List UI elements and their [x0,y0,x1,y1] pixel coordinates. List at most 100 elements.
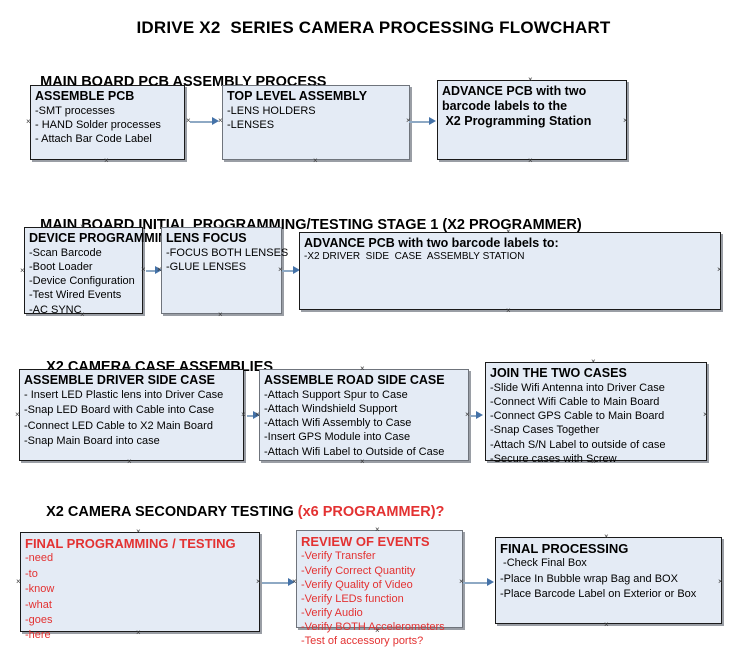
connector-handle-start[interactable]: × [141,265,146,274]
resize-handle-left[interactable]: × [15,410,20,419]
node-advance-pcb-to-driver-side-case-assembly-station[interactable]: ADVANCE PCB with two barcode labels to: … [299,232,721,310]
connector-handle-start[interactable]: × [241,410,246,419]
node-body: -Scan Barcode -Boot Loader -Device Confi… [29,246,138,317]
resize-handle-left[interactable]: × [26,117,31,126]
resize-handle-right[interactable]: × [278,265,283,274]
resize-handle-left[interactable]: × [16,577,21,586]
resize-handle-left[interactable]: × [255,410,260,419]
resize-handle-bottom[interactable]: × [375,626,380,635]
node-title: FINAL PROGRAMMING / TESTING [25,536,236,551]
resize-handle-top[interactable]: × [591,357,596,366]
node-device-programming[interactable]: DEVICE PROGRAMMING -Scan Barcode -Boot L… [24,227,177,317]
connector-arrow-line [463,582,489,584]
resize-handle-bottom[interactable]: × [136,628,141,637]
node-line: -Attach Wifi Label to Outside of Case [264,445,445,458]
resize-handle-top[interactable]: × [506,227,511,236]
node-body: -FOCUS BOTH LENSES -GLUE LENSES [166,246,289,274]
node-line: -Attach S/N Label to outside of case [490,438,666,451]
connector-arrow-line [146,270,158,272]
resize-handle-bottom[interactable]: × [591,457,596,466]
node-line: -Verify Transfer [301,550,376,563]
node-title: DEVICE PROGRAMMING [29,231,177,245]
connector-arrow-line [262,582,290,584]
resize-handle-bottom[interactable]: × [127,457,132,466]
resize-handle-right[interactable]: × [623,116,628,125]
connector-arrow-head [293,266,300,274]
connector-arrow-line [190,121,214,123]
connector-arrow-head [253,411,260,419]
connector-arrow-head [429,117,436,125]
resize-handle-bottom[interactable]: × [528,156,533,165]
node-line: -Check Final Box [500,557,587,570]
section-heading-text: X2 CAMERA SECONDARY TESTING [46,504,298,520]
node-line: -FOCUS BOTH LENSES [166,246,289,259]
resize-handle-bottom[interactable]: × [313,156,318,165]
resize-handle-right[interactable]: × [717,265,722,274]
node-final-programming-testing[interactable]: FINAL PROGRAMMING / TESTING -need -to -k… [20,532,260,641]
node-line: -LENS HOLDERS [227,104,316,117]
node-line: -Device Configuration [29,275,135,288]
node-line: -what [25,598,52,611]
node-review-of-events[interactable]: REVIEW OF EVENTS -Verify Transfer -Verif… [296,530,463,647]
node-assemble-driver-side-case[interactable]: ASSEMBLE DRIVER SIDE CASE - Insert LED P… [19,369,244,461]
resize-handle-top[interactable]: × [375,525,380,534]
connector-arrow-head [476,411,483,419]
section-heading-annotation: (x6 PROGRAMMER)? [297,504,445,520]
node-title: REVIEW OF EVENTS [301,534,430,549]
resize-handle-top[interactable]: × [313,80,318,89]
node-assemble-pcb[interactable]: ASSEMBLE PCB -SMT processes - HAND Solde… [30,85,185,160]
resize-handle-top[interactable]: × [604,532,609,541]
resize-handle-top[interactable]: × [528,75,533,84]
node-line: -Slide Wifi Antenna into Driver Case [490,381,665,394]
node-title: ASSEMBLE DRIVER SIDE CASE [24,373,216,387]
node-top-level-assembly[interactable]: TOP LEVEL ASSEMBLY -LENS HOLDERS -LENSES [222,85,410,160]
node-title: ASSEMBLE ROAD SIDE CASE [264,373,445,387]
node-line: -Place In Bubble wrap Bag and BOX [500,572,678,585]
resize-handle-right[interactable]: × [406,117,411,125]
node-line: -Place Barcode Label on Exterior or Box [500,588,697,601]
resize-handle-left[interactable]: × [292,577,297,586]
resize-handle-bottom[interactable]: × [360,457,365,466]
node-line: -Snap Main Board into case [24,434,160,447]
node-lens-focus[interactable]: LENS FOCUS -FOCUS BOTH LENSES -GLUE LENS… [161,227,289,314]
resize-handle-left[interactable]: × [157,265,162,274]
node-title: FINAL PROCESSING [500,541,629,556]
connector-arrow-head [487,578,494,586]
resize-handle-bottom[interactable]: × [80,310,85,319]
node-line: -Test Wired Events [29,289,122,302]
resize-handle-top[interactable]: × [218,222,223,231]
resize-handle-right[interactable]: × [256,577,261,586]
resize-handle-bottom[interactable]: × [604,620,609,629]
resize-handle-right[interactable]: × [465,410,470,419]
node-final-processing[interactable]: FINAL PROCESSING -Check Final Box -Place… [495,537,722,624]
resize-handle-right[interactable]: × [718,577,723,586]
resize-handle-bottom[interactable]: × [104,156,109,165]
connector-arrow-line [282,270,296,272]
resize-handle-right[interactable]: × [459,577,464,586]
node-line: - Insert LED Plastic lens into Driver Ca… [24,388,224,401]
node-title: JOIN THE TWO CASES [490,366,627,380]
connector-arrow-head [288,578,295,586]
node-line: -know [25,583,55,596]
resize-handle-top[interactable]: × [127,364,132,373]
node-line: -here [25,629,51,642]
resize-handle-top[interactable]: × [104,80,109,89]
resize-handle-left[interactable]: × [20,266,25,275]
node-line: -Attach Support Spur to Case [264,388,408,401]
resize-handle-right[interactable]: × [703,410,708,419]
resize-handle-left[interactable]: × [218,116,223,125]
node-assemble-road-side-case[interactable]: ASSEMBLE ROAD SIDE CASE -Attach Support … [259,369,469,461]
page-title: IDRIVE X2 SERIES CAMERA PROCESSING FLOWC… [136,18,611,37]
resize-handle-bottom[interactable]: × [218,310,223,319]
resize-handle-top[interactable]: × [360,364,365,373]
node-join-the-two-cases[interactable]: JOIN THE TWO CASES -Slide Wifi Antenna i… [485,362,707,465]
node-advance-pcb-to-x2-programming-station[interactable]: ADVANCE PCB with two barcode labels to t… [437,80,627,160]
connector-handle-start[interactable]: × [186,116,191,125]
resize-handle-top[interactable]: × [80,222,85,231]
resize-handle-top[interactable]: × [136,527,141,536]
node-line: -Attach Wifi Assembly to Case [264,417,412,430]
connector-arrow-line [247,415,257,417]
resize-handle-bottom[interactable]: × [506,306,511,315]
node-body: -X2 DRIVER SIDE CASE ASSEMBLY STATION [304,251,716,264]
